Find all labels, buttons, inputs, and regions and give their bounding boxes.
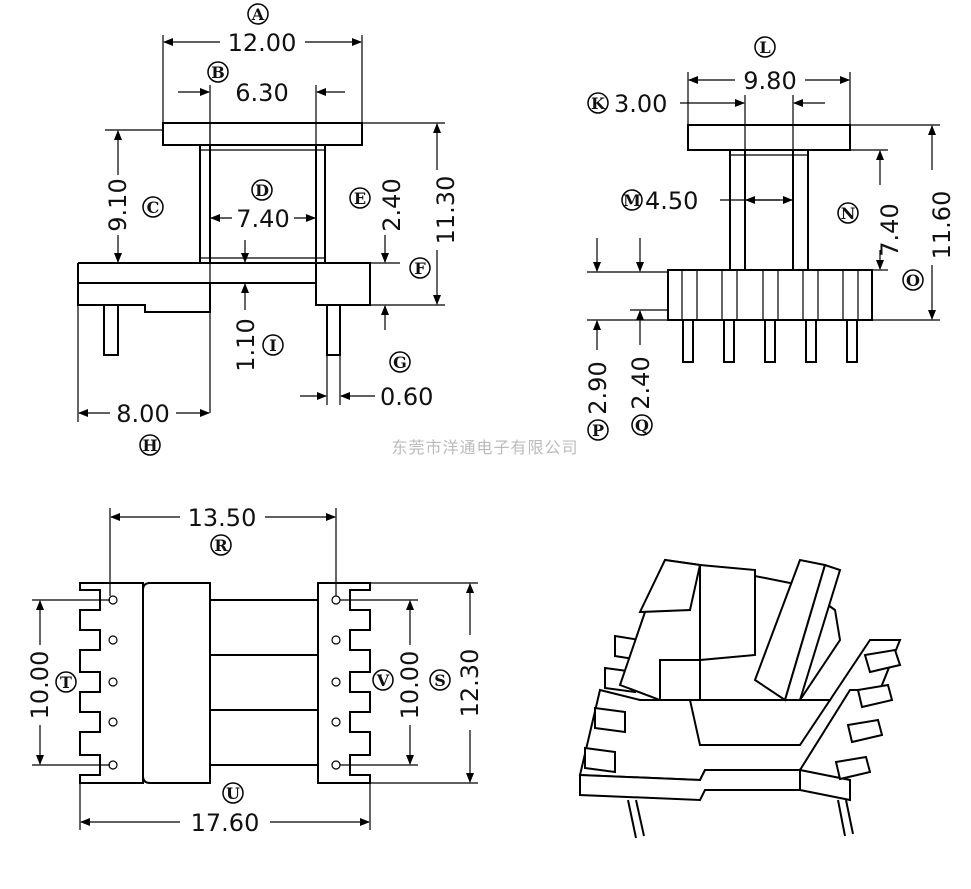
dim-T-value: 10.00 <box>26 651 54 720</box>
dim-Q-value: 2.40 <box>627 356 655 409</box>
isometric-view <box>578 558 902 839</box>
dim-U-value: 17.60 <box>191 809 260 837</box>
label-S: S <box>434 671 446 690</box>
dim-E-value: 2.40 <box>378 178 406 231</box>
label-N: N <box>841 204 856 223</box>
dim-S-value: 12.30 <box>456 649 484 718</box>
label-T: T <box>60 673 72 692</box>
dim-G-value: 0.60 <box>380 383 433 411</box>
label-V: V <box>376 671 390 690</box>
label-G: G <box>393 353 407 372</box>
label-K: K <box>591 94 606 113</box>
dim-H-value: 8.00 <box>116 400 169 428</box>
dim-I-value: 1.10 <box>232 318 260 371</box>
label-I: I <box>269 336 276 355</box>
label-C: C <box>147 198 160 217</box>
dim-M-value: 4.50 <box>645 187 698 215</box>
dim-C-value: 9.10 <box>104 178 132 231</box>
dim-A-value: 12.00 <box>228 29 297 57</box>
dim-B-value: 6.30 <box>235 79 288 107</box>
dim-K-value: 3.00 <box>614 90 667 118</box>
dim-P-value: 2.90 <box>584 361 612 414</box>
dim-V-value: 10.00 <box>396 651 424 720</box>
label-R: R <box>214 536 228 555</box>
label-Q: Q <box>635 416 649 435</box>
dim-O-value: 11.60 <box>928 191 956 260</box>
dim-N-value: 7.40 <box>876 203 904 256</box>
label-U: U <box>226 784 240 803</box>
label-F: F <box>414 259 426 278</box>
dim-R-value: 13.50 <box>188 504 257 532</box>
side-view: 9.80 L 3.00 K 4.50 M 7.40 N 11.60 O 2.90… <box>584 36 956 441</box>
label-O: O <box>906 271 920 290</box>
dim-L-value: 9.80 <box>743 67 796 95</box>
label-P: P <box>592 421 604 440</box>
dim-F-value: 11.30 <box>432 176 460 245</box>
top-view: 13.50 R 10.00 T 10.00 V 12.30 S 17.60 U <box>26 504 484 837</box>
label-L: L <box>759 38 770 57</box>
watermark: 东莞市洋通电子有限公司 <box>391 438 578 457</box>
label-E: E <box>354 189 366 208</box>
label-M: M <box>623 191 641 210</box>
label-B: B <box>211 63 225 82</box>
dim-D-value: 7.40 <box>236 205 289 233</box>
front-view: 12.00 A 6.30 B 9.10 C 7.40 D 2.40 E 11.3… <box>77 3 460 456</box>
label-A: A <box>251 5 265 24</box>
label-D: D <box>255 181 269 200</box>
label-H: H <box>142 436 157 455</box>
